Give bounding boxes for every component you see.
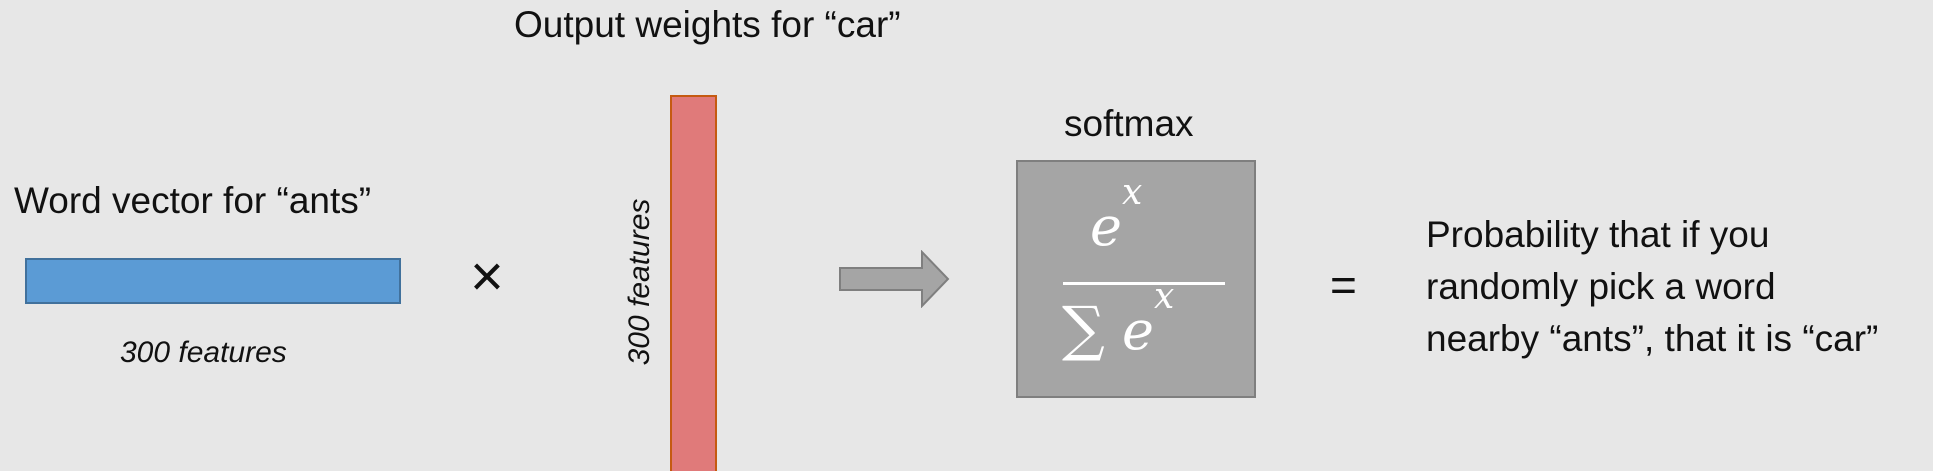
softmax-denominator: ∑ ex — [1062, 276, 1175, 364]
equals-symbol: = — [1330, 259, 1357, 311]
probability-line-3: nearby “ants”, that it is “car” — [1426, 318, 1879, 359]
word-vector-title: Word vector for “ants” — [14, 180, 372, 221]
output-weights-bar — [670, 95, 717, 471]
arrow-right-icon — [839, 250, 950, 308]
probability-line-2: randomly pick a word — [1426, 266, 1776, 307]
softmax-numerator: ex — [1090, 172, 1143, 258]
word-vector-bar — [25, 258, 401, 304]
output-weights-title: Output weights for “car” — [514, 4, 901, 45]
softmax-box — [1016, 160, 1256, 398]
probability-line-1: Probability that if you — [1426, 214, 1770, 255]
multiply-symbol: × — [470, 244, 504, 309]
probability-description: Probability that if you randomly pick a … — [1426, 209, 1878, 365]
fraction-line — [1063, 282, 1225, 285]
word-vector-features-label: 300 features — [120, 336, 287, 369]
output-weights-features-label: 300 features — [623, 198, 656, 366]
softmax-label: softmax — [1064, 103, 1194, 144]
